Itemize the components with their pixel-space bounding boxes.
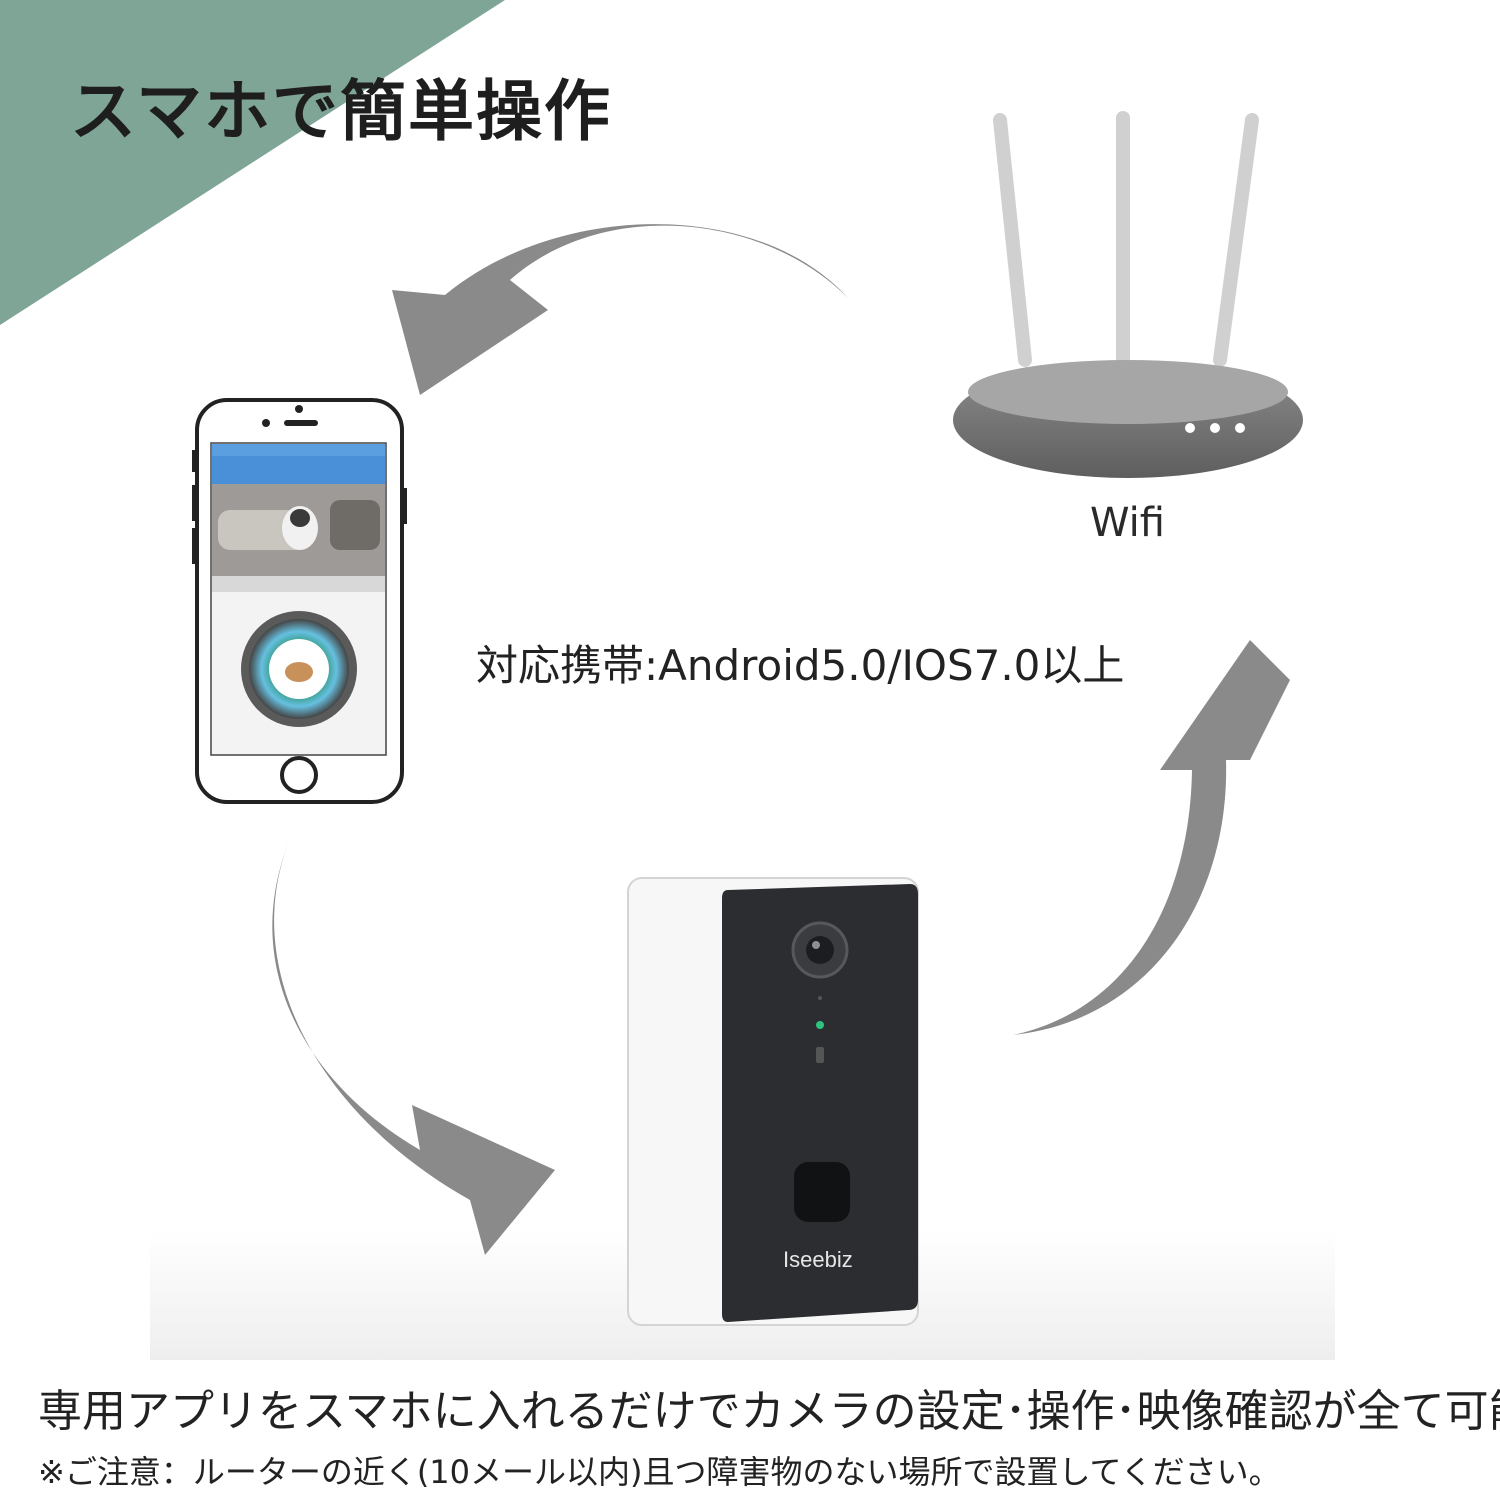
wifi-router-icon: [953, 111, 1303, 478]
camera-brand-logo: Iseebiz: [783, 1247, 853, 1272]
compatibility-line: 対応携帯:Android5.0/IOS7.0以上: [476, 632, 1124, 693]
smartphone-icon: [192, 398, 407, 804]
corner-accent: [0, 0, 505, 325]
caption-text: 専用アプリをスマホに入れるだけでカメラの設定･操作･映像確認が全て可能: [38, 1386, 1500, 1437]
cycle-arrow-icon: [392, 224, 848, 395]
wifi-label: Wifi: [1090, 500, 1165, 546]
cycle-arrow-icon: [272, 840, 555, 1255]
compatibility-separator: :: [644, 641, 659, 690]
page-title: スマホで簡単操作: [70, 73, 613, 150]
note-text: ※ご注意：ルーターの近く(10メール以内)且つ障害物のない場所で設置してください…: [38, 1453, 1281, 1491]
compatibility-value: Android5.0/IOS7.0以上: [658, 641, 1125, 690]
cycle-arrow-icon: [1013, 640, 1290, 1035]
pet-camera-icon: [627, 877, 919, 1326]
compatibility-label: 対応携帯: [476, 641, 645, 690]
